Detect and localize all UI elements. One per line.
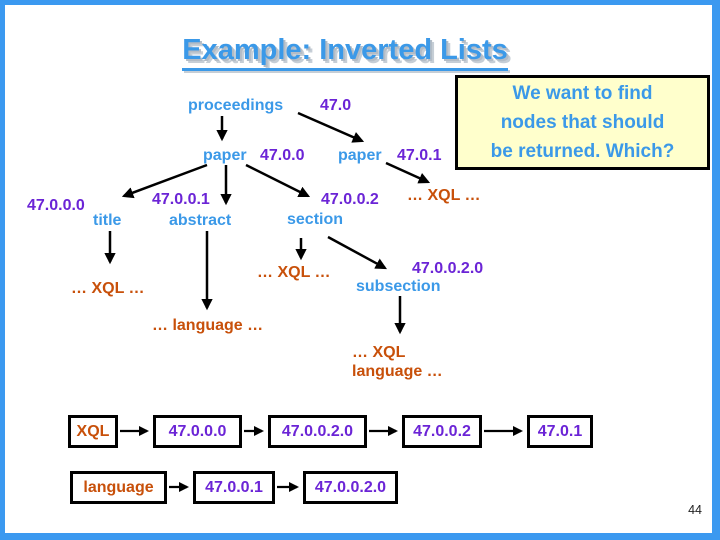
- tree-text-xql-language: … XQL language …: [352, 343, 443, 381]
- slide-title-text: Example: Inverted Lists: [182, 34, 508, 71]
- tree-code-section: 47.0.0.2: [321, 191, 379, 208]
- list-posting-box: 47.0.1: [527, 415, 593, 448]
- tree-label-abstract: abstract: [169, 212, 232, 229]
- tree-label-paper-right: paper: [338, 147, 382, 164]
- list-term-box-language: language: [70, 471, 167, 504]
- tree-label-subsection: subsection: [356, 278, 441, 295]
- list-posting-box: 47.0.0.1: [193, 471, 275, 504]
- callout-box: We want to find nodes that should be ret…: [455, 75, 710, 170]
- tree-code-proceedings: 47.0: [320, 97, 352, 114]
- tree-label-section: section: [287, 211, 344, 228]
- callout-line: We want to find: [512, 83, 653, 104]
- tree-code-abstract: 47.0.0.1: [152, 191, 210, 208]
- tree-code-subsection: 47.0.0.2.0: [412, 260, 484, 277]
- tree-label-proceedings: proceedings: [188, 97, 284, 114]
- tree-label-title: title: [93, 212, 122, 229]
- list-posting-box: 47.0.0.2.0: [303, 471, 398, 504]
- tree-label-paper-left: paper: [203, 147, 247, 164]
- tree-text-xql-under-section: … XQL …: [257, 264, 331, 281]
- callout-line: be returned. Which?: [490, 141, 675, 162]
- slide-title: Example: Inverted Lists: [60, 34, 630, 71]
- tree-code-title: 47.0.0.0: [27, 197, 85, 214]
- list-posting-box: 47.0.0.0: [153, 415, 242, 448]
- tree-text-xql-language-line2: language …: [352, 363, 443, 380]
- tree-text-xql-right: … XQL …: [407, 187, 481, 204]
- list-posting-box: 47.0.0.2.0: [268, 415, 367, 448]
- page-number: 44: [688, 503, 702, 517]
- tree-code-paper-right: 47.0.1: [397, 147, 442, 164]
- tree-text-language: … language …: [152, 317, 264, 334]
- list-term-box-xql: XQL: [68, 415, 118, 448]
- callout-line: nodes that should: [500, 112, 665, 133]
- tree-text-xql-under-title: … XQL …: [71, 280, 145, 297]
- list-posting-box: 47.0.0.2: [402, 415, 482, 448]
- tree-code-paper-left: 47.0.0: [260, 147, 305, 164]
- tree-text-xql-language-line1: … XQL: [352, 344, 406, 361]
